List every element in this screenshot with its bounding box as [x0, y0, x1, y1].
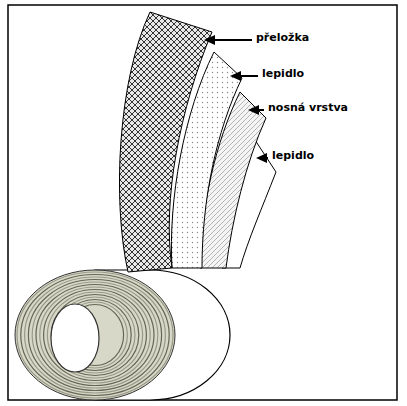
liner-layer [119, 12, 212, 272]
part-label: přeložka [256, 32, 309, 44]
part-label: lepidlo [262, 68, 304, 80]
part-label: lepidlo [272, 150, 314, 162]
frame [8, 5, 397, 400]
roll-face [15, 270, 175, 400]
leader-arrows [204, 35, 268, 163]
part-label: nosná vrstva [268, 102, 348, 114]
